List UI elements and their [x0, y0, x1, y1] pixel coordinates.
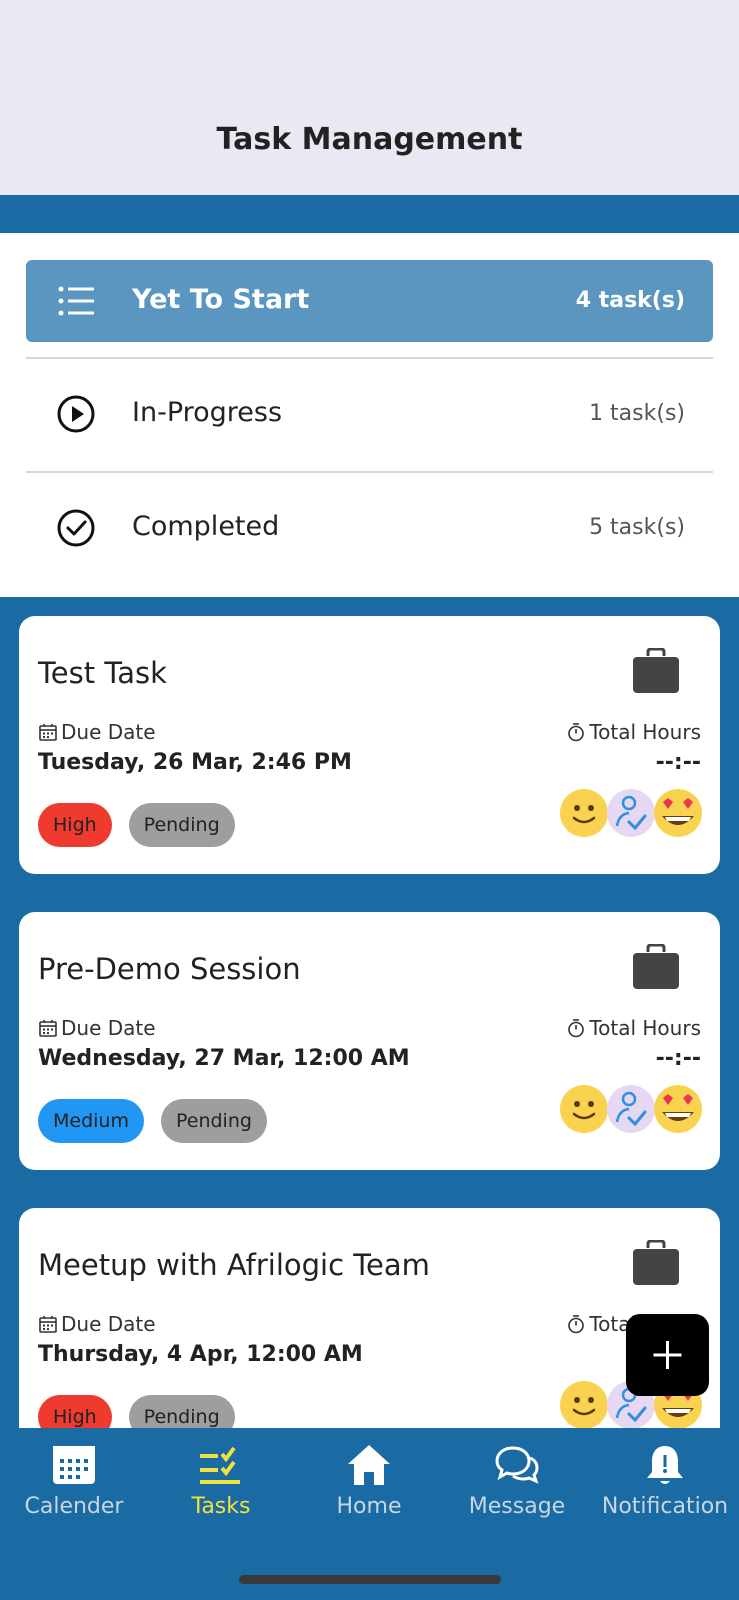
nav-label: Calender [24, 1494, 124, 1519]
briefcase-icon [633, 944, 679, 989]
page-title: Task Management [216, 122, 523, 157]
task-title: Meetup with Afrilogic Team [38, 1248, 430, 1282]
filter-completed[interactable]: Completed 5 task(s) [26, 487, 713, 569]
filter-count: 1 task(s) [589, 401, 685, 426]
user-check-icon [607, 1085, 655, 1133]
filter-in-progress[interactable]: In-Progress 1 task(s) [26, 373, 713, 455]
nav-message[interactable]: Message [447, 1442, 587, 1532]
stopwatch-icon [568, 1315, 585, 1334]
nav-home[interactable]: Home [299, 1442, 439, 1532]
nav-calender[interactable]: Calender [4, 1442, 144, 1532]
due-date-label-text: Due Date [61, 1312, 156, 1336]
task-filter-list: Yet To Start 4 task(s) In-Progress 1 tas… [0, 233, 739, 597]
nav-label: Message [468, 1494, 566, 1519]
calendar-small-icon [39, 724, 57, 741]
home-icon [348, 1445, 390, 1485]
check-circle-icon [57, 509, 95, 547]
assignee-avatars[interactable] [559, 788, 703, 838]
task-card[interactable]: Meetup with Afrilogic Team Due Date Thur… [19, 1208, 720, 1448]
filter-label: In-Progress [132, 397, 283, 428]
calendar-small-icon [39, 1020, 57, 1037]
heart-eyes-emoji-icon [654, 789, 702, 837]
due-date-value: Wednesday, 27 Mar, 12:00 AM [38, 1046, 410, 1071]
add-task-button[interactable] [626, 1314, 709, 1396]
smile-emoji-icon [560, 789, 608, 837]
task-title: Test Task [38, 656, 167, 690]
due-date-value: Thursday, 4 Apr, 12:00 AM [38, 1342, 363, 1367]
task-tags: High Pending [38, 803, 235, 847]
bottom-navigation: Calender Tasks Home Message Notifica [0, 1428, 739, 1600]
filter-count: 4 task(s) [575, 288, 685, 313]
user-check-icon [607, 789, 655, 837]
priority-badge: Medium [38, 1099, 144, 1143]
briefcase-icon [633, 1240, 679, 1285]
app-header: Task Management [0, 0, 739, 195]
due-date-label: Due Date [38, 720, 156, 744]
due-date-label-text: Due Date [61, 1016, 156, 1040]
total-hours-label-text: Total Hours [589, 1016, 701, 1040]
due-date-label-text: Due Date [61, 720, 156, 744]
heart-eyes-emoji-icon [654, 1085, 702, 1133]
calendar-icon [53, 1446, 95, 1484]
nav-label: Notification [601, 1494, 729, 1519]
list-icon [58, 286, 94, 316]
filter-label: Yet To Start [132, 284, 310, 315]
assignee-avatars[interactable] [559, 1084, 703, 1134]
briefcase-icon [633, 648, 679, 693]
priority-badge: High [38, 803, 112, 847]
total-hours-label: Total Hours [566, 1016, 701, 1040]
total-hours-value: --:-- [655, 750, 701, 775]
nav-label: Tasks [191, 1494, 251, 1519]
total-hours-value: --:-- [655, 1046, 701, 1071]
task-tags: Medium Pending [38, 1099, 267, 1143]
total-hours-label-text: Total Hours [589, 720, 701, 744]
smile-emoji-icon [560, 1085, 608, 1133]
due-date-label: Due Date [38, 1312, 156, 1336]
calendar-small-icon [39, 1316, 57, 1333]
nav-label: Home [336, 1494, 402, 1519]
divider [26, 357, 713, 359]
smile-emoji-icon [560, 1381, 608, 1429]
task-title: Pre-Demo Session [38, 952, 301, 986]
filter-yet-to-start[interactable]: Yet To Start 4 task(s) [26, 260, 713, 342]
due-date-label: Due Date [38, 1016, 156, 1040]
priority-badge: High [38, 1395, 112, 1439]
nav-notification[interactable]: Notification [595, 1442, 735, 1532]
nav-tasks[interactable]: Tasks [151, 1442, 291, 1532]
tasks-icon [200, 1446, 240, 1484]
plus-icon [653, 1341, 682, 1369]
total-hours-label: Total Hours [566, 720, 701, 744]
bell-icon [647, 1446, 683, 1484]
chat-icon [495, 1446, 539, 1484]
stopwatch-icon [568, 1019, 585, 1038]
stopwatch-icon [568, 723, 585, 742]
status-badge: Pending [160, 1099, 267, 1143]
status-badge: Pending [128, 803, 235, 847]
task-card[interactable]: Test Task Due Date Tuesday, 26 Mar, 2:46… [19, 616, 720, 874]
divider [26, 471, 713, 473]
play-circle-icon [57, 395, 95, 433]
filter-label: Completed [132, 511, 280, 542]
filter-count: 5 task(s) [589, 515, 685, 540]
task-card[interactable]: Pre-Demo Session Due Date Wednesday, 27 … [19, 912, 720, 1170]
due-date-value: Tuesday, 26 Mar, 2:46 PM [38, 750, 352, 775]
home-indicator[interactable] [239, 1575, 501, 1584]
